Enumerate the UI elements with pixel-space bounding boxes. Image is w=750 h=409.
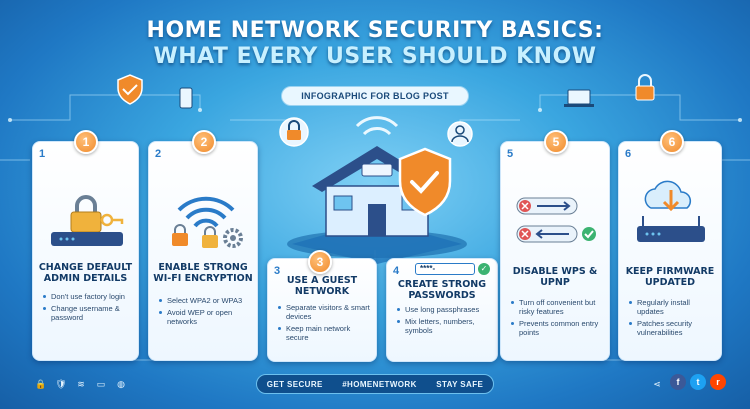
house-shield-icon <box>398 147 452 217</box>
card-guest-network: 3 USE A GUEST NETWORK Separate visitors … <box>267 258 377 362</box>
password-field-sample: ****- <box>415 263 475 275</box>
floating-lock-icon <box>635 74 655 101</box>
bullet-item: Don't use factory login <box>43 292 132 301</box>
reddit-icon[interactable]: r <box>710 374 726 390</box>
card-title: KEEP FIRMWARE UPDATED <box>625 266 715 288</box>
lock-icon: 🔒 <box>35 378 47 389</box>
page-title: HOME NETWORK SECURITY BASICS: WHAT EVERY… <box>0 18 750 70</box>
card-title: CREATE STRONG PASSWORDS <box>397 279 487 301</box>
bullet-list: Separate visitors & smart devices Keep m… <box>278 303 370 345</box>
card-index: 3 <box>274 265 281 277</box>
bullet-list: Turn off convenient but risky features P… <box>511 298 603 340</box>
card-index: 4 <box>393 265 400 277</box>
card-index: 6 <box>625 148 632 160</box>
password-sample-text: ****- <box>420 264 436 273</box>
card-title: USE A GUEST NETWORK <box>286 275 358 297</box>
bullet-item: Avoid WEP or open networks <box>159 308 251 326</box>
toggle-switches-illustration <box>516 197 596 243</box>
card-index: 1 <box>39 148 46 160</box>
card-index: 2 <box>155 148 162 160</box>
wifi-signal-icon <box>355 116 399 136</box>
bullet-list: Use long passphrases Mix letters, number… <box>397 305 491 338</box>
bullet-item: Select WPA2 or WPA3 <box>159 296 251 305</box>
key-icon <box>100 213 124 227</box>
card-strong-passwords: 4 ****- ✓ CREATE STRONG PASSWORDS Use lo… <box>386 258 498 362</box>
bullet-list: Don't use factory login Change username … <box>43 292 132 325</box>
cloud-download-icon <box>644 180 692 212</box>
card-change-admin: 1 CHANGE DEFAULT ADMIN DETAILS Don't use… <box>32 141 139 361</box>
step-badge-3: 3 <box>308 250 332 274</box>
card-index: 5 <box>507 148 514 160</box>
floating-shield-icon <box>117 74 143 105</box>
bullet-item: Patches security vulnerabilities <box>629 319 715 337</box>
bullet-item: Use long passphrases <box>397 305 491 314</box>
bullet-list: Regularly install updates Patches securi… <box>629 298 715 340</box>
cloud-router-illustration <box>637 180 705 242</box>
house-illustration <box>279 116 473 264</box>
footer-item: #HOMENETWORK <box>342 379 417 389</box>
footer-item: GET SECURE <box>266 379 323 389</box>
bullet-item: Turn off convenient but risky features <box>511 298 603 316</box>
floating-phone-icon <box>179 87 193 109</box>
padlock-orange-icon <box>279 117 309 147</box>
subtitle-pill: INFOGRAPHIC FOR BLOG POST <box>281 86 469 106</box>
step-badge-1: 1 <box>74 130 98 154</box>
gear-icon <box>223 228 243 248</box>
router-lock-illustration <box>51 195 124 246</box>
card-firmware-update: 6 KEEP FIRMWARE UPDATED Regularly instal… <box>618 141 722 361</box>
card-title: CHANGE DEFAULT ADMIN DETAILS <box>38 262 133 284</box>
bullet-item: Keep main network secure <box>278 324 370 342</box>
wifi-lock-illustration <box>172 196 243 248</box>
card-title: ENABLE STRONG WI-FI ENCRYPTION <box>153 262 253 284</box>
user-icon <box>447 121 473 147</box>
floating-laptop-icon <box>564 89 594 107</box>
card-title: DISABLE WPS & UPNP <box>512 266 598 288</box>
share-icon[interactable]: ⋖ <box>653 378 661 389</box>
step-badge-5: 5 <box>544 130 568 154</box>
card-disable-wps: 5 DISABLE WPS & UPNP Turn off convenient… <box>500 141 610 361</box>
monitor-icon: ▭ <box>96 378 106 389</box>
shield-icon: 🛡 <box>55 378 67 389</box>
footer-bar: GET SECURE #HOMENETWORK STAY SAFE <box>0 370 750 398</box>
title-line-1: HOME NETWORK SECURITY BASICS: <box>146 18 604 43</box>
bullet-item: Regularly install updates <box>629 298 715 316</box>
footer-item: STAY SAFE <box>436 379 484 389</box>
check-icon: ✓ <box>478 263 490 275</box>
title-line-2: WHAT EVERY USER SHOULD KNOW <box>153 44 597 69</box>
bullet-item: Separate visitors & smart devices <box>278 303 370 321</box>
bullet-list: Select WPA2 or WPA3 Avoid WEP or open ne… <box>159 296 251 329</box>
step-badge-2: 2 <box>192 130 216 154</box>
wifi-icon: ≋ <box>77 378 85 389</box>
twitter-icon[interactable]: t <box>690 374 706 390</box>
bullet-item: Mix letters, numbers, symbols <box>397 317 491 335</box>
bullet-item: Prevents common entry points <box>511 319 603 337</box>
footer-tagline: GET SECURE #HOMENETWORK STAY SAFE <box>256 374 494 394</box>
check-icon <box>582 227 596 241</box>
facebook-icon[interactable]: f <box>670 374 686 390</box>
bullet-item: Change username & password <box>43 304 132 322</box>
globe-icon: ◍ <box>117 378 125 389</box>
card-wifi-encryption: 2 ENABLE STRONG WI-FI ENCRYPTION Select … <box>148 141 258 361</box>
step-badge-6: 6 <box>660 130 684 154</box>
